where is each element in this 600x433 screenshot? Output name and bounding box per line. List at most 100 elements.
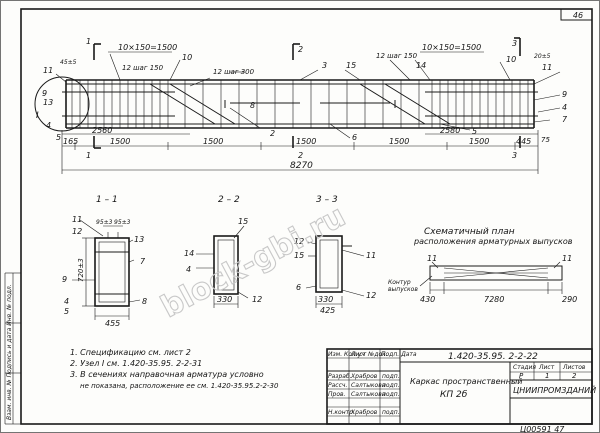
section-2-callout-12: 12 [252,295,262,304]
dim-1500-4: 1500 [389,137,409,146]
anchor-dim-right: 2580 [440,126,460,135]
plan-title-line1: Схематичный план [424,227,515,237]
callout-8: 8 [250,101,255,110]
note-3-cont: не показана, расположение ее см. 1.420-3… [80,382,279,390]
stamp-stage: Р [519,372,524,380]
dim-1500-5: 1500 [469,137,489,146]
plan-dim-290: 290 [562,295,577,304]
section-1-top-left: 95±3 [96,219,113,226]
dim-165: 165 [63,137,78,146]
section-3-width: 330 [318,295,333,304]
section-2-width: 330 [217,295,232,304]
section-1-callout-12: 12 [72,227,82,236]
callout-5-right: 5 [472,127,477,136]
section-3-3 [305,235,365,308]
cut-label-1a: 1 [86,37,91,46]
section-3-title: 3 – 3 [316,195,338,205]
callout-7-right: 7 [562,115,568,124]
stamp-row-1-name: Храбров [350,373,378,380]
section-1-callout-4: 4 [64,297,69,306]
callout-15: 15 [346,61,356,70]
elevation-view [34,37,561,174]
label-corner-left: 45±5 [60,59,77,66]
section-2-callout-4: 4 [186,265,191,274]
section-1-width: 455 [105,319,120,328]
stamp-row-1-sign: подп. [382,373,400,380]
callout-3-top: 3 [322,61,327,70]
dim-1500-3: 1500 [296,137,316,146]
plan-dim-7280: 7280 [484,295,504,304]
callout-2: 2 [270,129,275,138]
section-2-2 [196,225,249,308]
stamp-row-1-role: Разраб. [328,373,352,380]
stamp-title-line1: Каркас пространственный [410,377,522,386]
callout-10-left: 10 [182,53,192,62]
stamp-row-5-role: Н.контр. [328,409,355,416]
label-mark-center: 12 шаг 300 [213,68,255,76]
cut-label-2a: 2 [298,45,303,54]
section-1-1 [72,219,141,320]
node-label-I: I [36,111,39,121]
stamp-row-2-role: Рассч. [328,382,347,389]
callout-14: 14 [416,61,426,70]
sheet-number: 46 [573,11,583,20]
label-mark-right: 12 шаг 150 [376,52,418,60]
callout-9-left: 9 [42,89,47,98]
plan-view [419,261,563,294]
stamp-row-3-role: Пров. [328,391,346,398]
cut-label-3a: 3 [512,39,517,48]
cut-label-2b: 2 [298,151,303,160]
callout-5-left: 5 [56,133,61,142]
note-3: 3. В сечениях направочная арматура услов… [70,370,264,379]
callout-4-left: 4 [46,121,51,130]
section-3-width2: 425 [320,306,335,315]
section-1-callout-5: 5 [64,307,69,316]
stamp-row-0-role: Изм. Кол.уч [328,351,365,358]
callout-4-right: 4 [562,103,567,112]
label-bars-left: 10×150=1500 [118,43,177,52]
section-1-title: 1 – 1 [96,195,118,205]
stamp-sheet-header: Лист [538,364,555,371]
cut-label-3b: 3 [512,151,517,160]
stamp-stage-header: Стадия [513,364,536,371]
section-3-callout-15: 15 [294,251,304,260]
stamp-row-5-sign: подп. [382,409,400,416]
plan-callout-11-right: 11 [562,254,572,263]
stamp-doc-code: 1.420-35.95. 2-2-22 [448,352,538,362]
section-3-callout-12-top: 12 [294,237,304,246]
section-1-callout-13: 13 [134,235,144,244]
stamp-row-3-sign: подп. [382,391,400,398]
stamp-title-line2: КП 2б [440,390,468,400]
stamp-sheets: 2 [572,372,577,380]
section-2-callout-15: 15 [238,217,248,226]
stamp-row-5-name: Храбров [350,409,378,416]
cut-label-1b: 1 [86,151,91,160]
stamp-row-3-name: Салтыкова [351,391,386,398]
section-1-top-right: 95±3 [114,219,131,226]
callout-9-right: 9 [562,90,567,99]
section-2-title: 2 – 2 [218,195,240,205]
stamp-row-2-name: Салтыкова [351,382,386,389]
section-1-callout-11: 11 [72,215,82,224]
section-1-callout-7: 7 [140,257,146,266]
section-1-callout-9: 9 [62,275,67,284]
title-block [326,348,593,425]
stamp-row-2-sign: подп. [382,382,400,389]
label-mark-left: 12 шаг 150 [122,64,164,72]
section-3-callout-11: 11 [366,251,376,260]
anchor-dim-left: 2560 [92,126,112,135]
stamp-sheet: 1 [545,372,549,380]
plan-title-line2: расположения арматурных выпусков [413,237,573,246]
section-1-height: 720±3 [77,258,85,282]
section-2-callout-14: 14 [184,249,194,258]
callout-10-right: 10 [506,55,516,64]
dim-total: 8270 [290,161,313,171]
section-3-callout-6: 6 [296,283,301,292]
note-2: 2. Узел I см. 1.420-35.95. 2-2-31 [70,359,202,368]
stamp-row-0-sign: Подп. Дата [381,351,417,358]
callout-11-left: 11 [43,66,53,75]
plan-dim-430: 430 [420,295,435,304]
callout-11-right: 11 [542,63,552,72]
